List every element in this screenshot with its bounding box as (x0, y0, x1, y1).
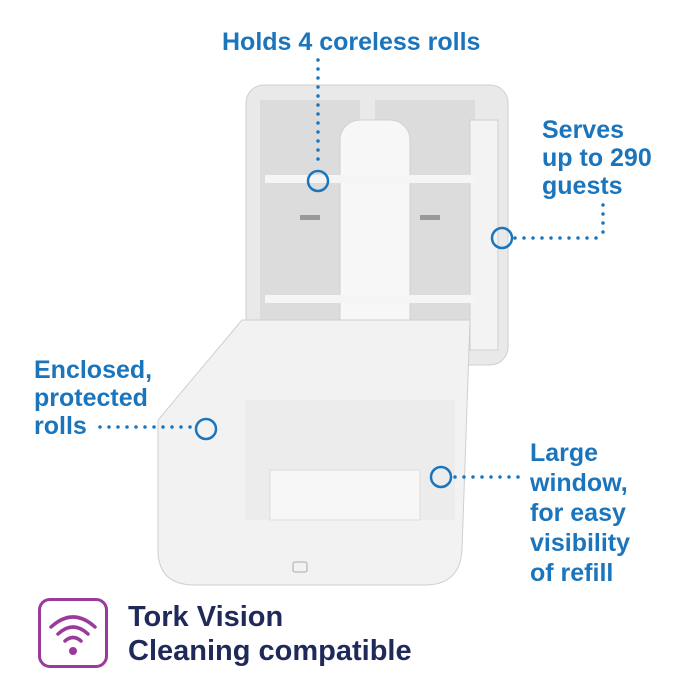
callout-rolls: Holds 4 coreless rolls (222, 28, 480, 56)
callout-rolls-text: Holds 4 coreless rolls (222, 28, 481, 56)
callout-line: protected (34, 384, 148, 412)
tork-vision-badge (38, 598, 108, 668)
callout-line: guests (542, 172, 623, 200)
feature-text: Tork Vision Cleaning compatible (128, 600, 412, 668)
callout-serves: Serves up to 290 guests (542, 116, 652, 200)
callout-line: window, (530, 469, 628, 497)
callout-line: rolls (34, 412, 87, 440)
callout-line: Enclosed, (34, 356, 153, 384)
callout-line: visibility (530, 529, 631, 557)
callout-line: Serves (542, 116, 625, 144)
feature-title: Tork Vision (128, 601, 284, 633)
callout-enclosed: Enclosed, protected rolls (34, 356, 152, 440)
feature-subtitle: Cleaning compatible (128, 635, 412, 667)
callout-line: of refill (530, 559, 614, 587)
callout-line: up to 290 (542, 144, 652, 172)
wifi-signal-icon (49, 615, 97, 655)
callout-window: Large window, for easy visibility of ref… (530, 438, 630, 588)
callout-line: Large (530, 439, 599, 467)
callout-line: for easy (530, 499, 626, 527)
